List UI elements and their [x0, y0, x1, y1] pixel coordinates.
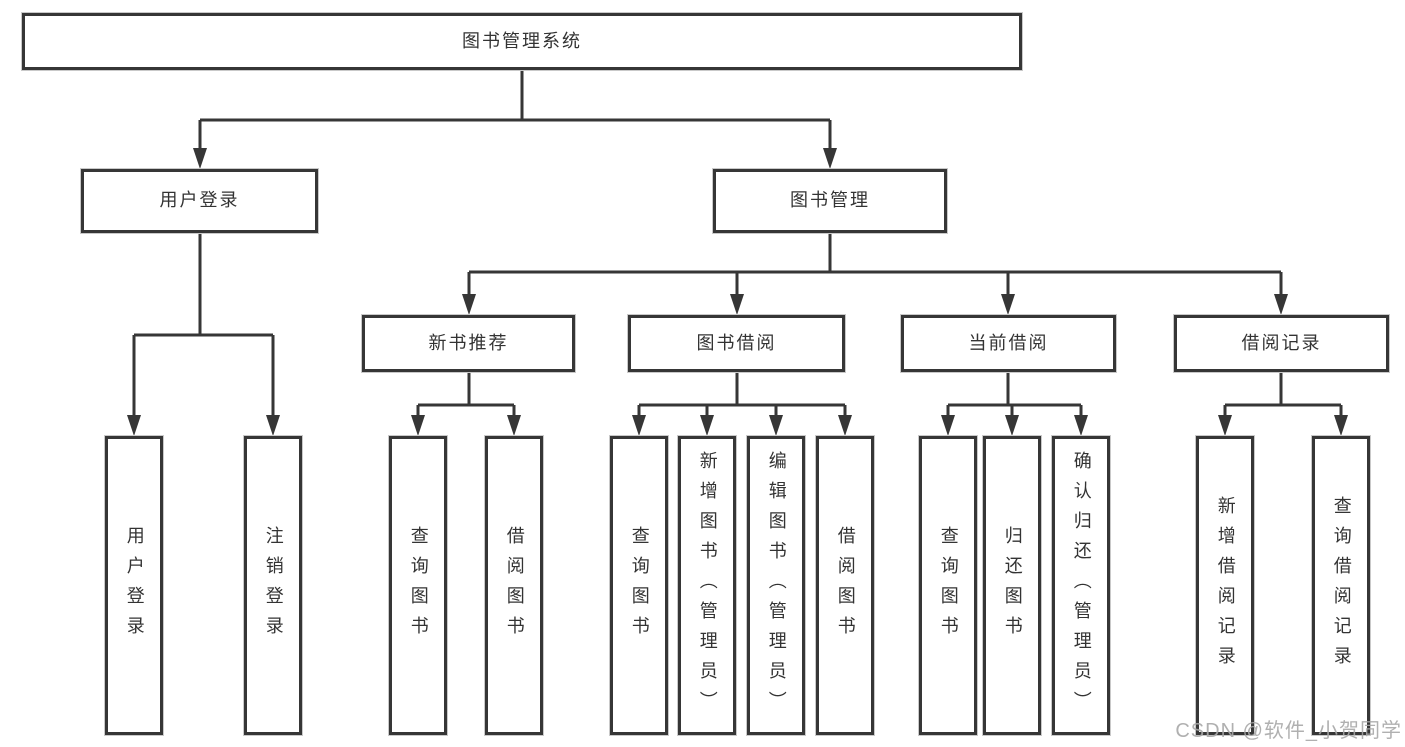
leaf-query-borrow-record: 查询借阅记录 — [1312, 436, 1370, 735]
leaf-borrow-books-borrowing: 借阅图书 — [816, 436, 874, 735]
node-current-borrowing: 当前借阅 — [901, 315, 1116, 372]
leaf-query-books-recommend: 查询图书 — [389, 436, 447, 735]
csdn-watermark: CSDN @软件_小贺同学 — [1175, 720, 1402, 742]
leaf-query-books-borrowing: 查询图书 — [610, 436, 668, 735]
arrowheads — [127, 148, 1348, 436]
leaf-return-books: 归还图书 — [983, 436, 1041, 735]
node-user-login: 用户登录 — [81, 169, 318, 233]
leaf-confirm-return-admin: 确认归还（管理员） — [1052, 436, 1110, 735]
leaf-add-books-admin: 新增图书（管理员） — [678, 436, 736, 735]
node-book-management: 图书管理 — [713, 169, 947, 233]
leaf-query-books-current: 查询图书 — [919, 436, 977, 735]
leaf-user-login: 用户登录 — [105, 436, 163, 735]
connector-paths — [132, 69, 1343, 418]
node-borrowing-records: 借阅记录 — [1174, 315, 1389, 372]
leaf-borrow-books-recommend: 借阅图书 — [485, 436, 543, 735]
leaf-add-borrow-record: 新增借阅记录 — [1196, 436, 1254, 735]
node-new-book-recommend: 新书推荐 — [362, 315, 575, 372]
node-library-management-system: 图书管理系统 — [22, 13, 1022, 70]
leaf-logout: 注销登录 — [244, 436, 302, 735]
node-book-borrowing: 图书借阅 — [628, 315, 845, 372]
leaf-edit-books-admin: 编辑图书（管理员） — [747, 436, 805, 735]
